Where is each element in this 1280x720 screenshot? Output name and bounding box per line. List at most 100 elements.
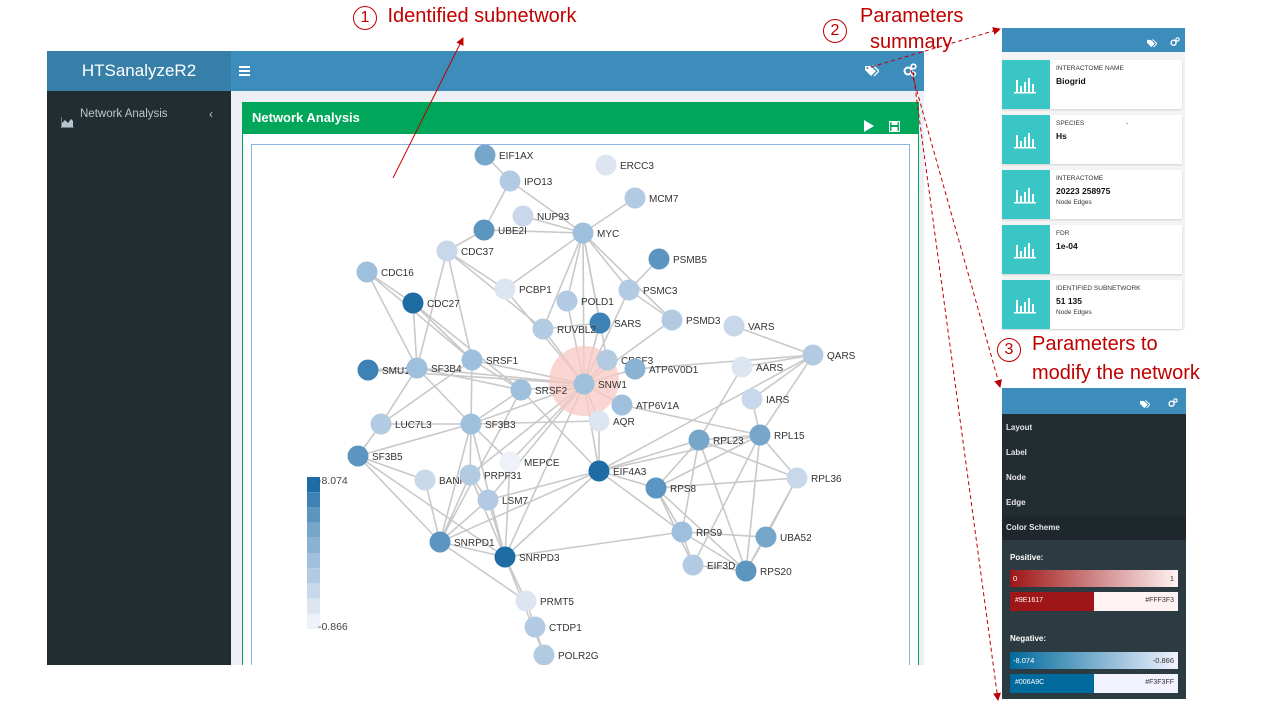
negative-color-high[interactable]: #F3F3FF — [1094, 674, 1178, 693]
tags-icon[interactable] — [1147, 35, 1158, 53]
positive-color-high[interactable]: #FFF3F3 — [1094, 592, 1178, 611]
node-circle[interactable] — [429, 531, 451, 553]
hamburger-icon[interactable] — [239, 64, 251, 78]
network-node[interactable]: PSMB5 — [648, 248, 708, 270]
node-circle[interactable] — [524, 616, 546, 638]
network-node[interactable]: AQR — [588, 410, 635, 432]
node-circle[interactable] — [347, 445, 369, 467]
play-icon[interactable] — [864, 112, 874, 144]
network-node[interactable]: SRSF1 — [461, 349, 519, 371]
node-circle[interactable] — [786, 467, 808, 489]
settings-menu-label[interactable]: Label — [1006, 448, 1027, 457]
node-circle[interactable] — [510, 379, 532, 401]
network-node[interactable]: ATP6V1A — [611, 394, 680, 416]
network-node[interactable]: SMU1 — [357, 359, 411, 381]
tags-icon[interactable] — [1140, 396, 1151, 414]
chevron-left-icon[interactable]: ‹ — [209, 107, 213, 121]
node-circle[interactable] — [474, 144, 496, 166]
node-circle[interactable] — [494, 546, 516, 568]
network-node[interactable]: PSMD3 — [661, 309, 721, 331]
settings-menu-node[interactable]: Node — [1006, 473, 1026, 482]
gears-icon[interactable] — [1168, 395, 1178, 413]
floppy-icon[interactable] — [888, 112, 901, 144]
network-node[interactable]: MEPCE — [499, 451, 560, 473]
network-node[interactable]: CDC37 — [436, 240, 495, 262]
network-node[interactable]: IARS — [741, 388, 790, 410]
network-node[interactable]: POLD1 — [556, 290, 615, 312]
node-circle[interactable] — [588, 460, 610, 482]
network-node[interactable]: VARS — [723, 315, 775, 337]
network-node[interactable]: SNRPD1 — [429, 531, 496, 553]
network-node[interactable]: BANF1 — [414, 469, 472, 491]
node-circle[interactable] — [661, 309, 683, 331]
network-node[interactable]: RPS8 — [645, 477, 697, 499]
network-node[interactable]: SRSF2 — [510, 379, 568, 401]
node-circle[interactable] — [556, 290, 578, 312]
node-circle[interactable] — [595, 154, 617, 176]
network-node[interactable]: RPL23 — [688, 429, 745, 451]
node-circle[interactable] — [611, 394, 633, 416]
network-node[interactable]: MYC — [572, 222, 620, 244]
network-node[interactable]: ERCC3 — [595, 154, 655, 176]
node-circle[interactable] — [688, 429, 710, 451]
node-circle[interactable] — [357, 359, 379, 381]
node-circle[interactable] — [749, 424, 771, 446]
settings-menu-layout[interactable]: Layout — [1006, 423, 1033, 432]
node-circle[interactable] — [406, 357, 428, 379]
app-logo[interactable]: HTSanalyzeR2 — [47, 51, 231, 91]
node-circle[interactable] — [461, 349, 483, 371]
node-circle[interactable] — [402, 292, 424, 314]
positive-gradient-slider[interactable]: 0 1 — [1010, 570, 1178, 587]
node-circle[interactable] — [731, 356, 753, 378]
node-circle[interactable] — [645, 477, 667, 499]
network-node[interactable]: IPO13 — [499, 170, 553, 192]
network-node[interactable]: LSM7 — [477, 489, 529, 511]
node-circle[interactable] — [755, 526, 777, 548]
network-node[interactable]: PRPF31 — [459, 464, 523, 486]
node-circle[interactable] — [624, 187, 646, 209]
node-circle[interactable] — [802, 344, 824, 366]
node-circle[interactable] — [370, 413, 392, 435]
network-node[interactable]: SNRPD3 — [494, 546, 561, 568]
node-circle[interactable] — [573, 373, 595, 395]
network-node[interactable]: EIF1AX — [474, 144, 534, 166]
network-node[interactable]: SF3B4 — [406, 357, 463, 379]
network-node[interactable]: RPL15 — [749, 424, 806, 446]
node-circle[interactable] — [414, 469, 436, 491]
network-node[interactable]: LUC7L3 — [370, 413, 433, 435]
node-circle[interactable] — [499, 170, 521, 192]
node-circle[interactable] — [459, 464, 481, 486]
network-node[interactable]: EIF3D — [682, 554, 736, 576]
node-circle[interactable] — [741, 388, 763, 410]
settings-menu-color-scheme[interactable]: Color Scheme — [1002, 516, 1186, 540]
network-node[interactable]: NUP93 — [512, 205, 570, 227]
network-node[interactable]: RPS9 — [671, 521, 723, 543]
node-circle[interactable] — [515, 590, 537, 612]
network-node[interactable]: RPS20 — [735, 560, 793, 582]
network-node[interactable]: CTDP1 — [524, 616, 583, 638]
network-node[interactable]: RUVBL2 — [532, 318, 597, 340]
node-circle[interactable] — [589, 312, 611, 334]
node-circle[interactable] — [533, 644, 555, 666]
network-node[interactable]: PSMC3 — [618, 279, 678, 301]
network-node[interactable]: SF3B5 — [347, 445, 404, 467]
node-circle[interactable] — [671, 521, 693, 543]
network-node[interactable]: CDC27 — [402, 292, 461, 314]
network-node[interactable]: PRMT5 — [515, 590, 575, 612]
node-circle[interactable] — [648, 248, 670, 270]
node-circle[interactable] — [588, 410, 610, 432]
negative-color-low[interactable]: #006A9C — [1010, 674, 1094, 693]
node-circle[interactable] — [735, 560, 757, 582]
node-circle[interactable] — [477, 489, 499, 511]
node-circle[interactable] — [460, 413, 482, 435]
network-node[interactable]: SARS — [589, 312, 642, 334]
network-node[interactable]: CDC16 — [356, 261, 415, 283]
node-circle[interactable] — [532, 318, 554, 340]
node-circle[interactable] — [473, 219, 495, 241]
network-node[interactable]: MCM7 — [624, 187, 679, 209]
sidebar-item-network-analysis[interactable]: Network Analysis ‹ — [47, 97, 231, 131]
node-circle[interactable] — [499, 451, 521, 473]
network-node[interactable]: SF3B3 — [460, 413, 517, 435]
